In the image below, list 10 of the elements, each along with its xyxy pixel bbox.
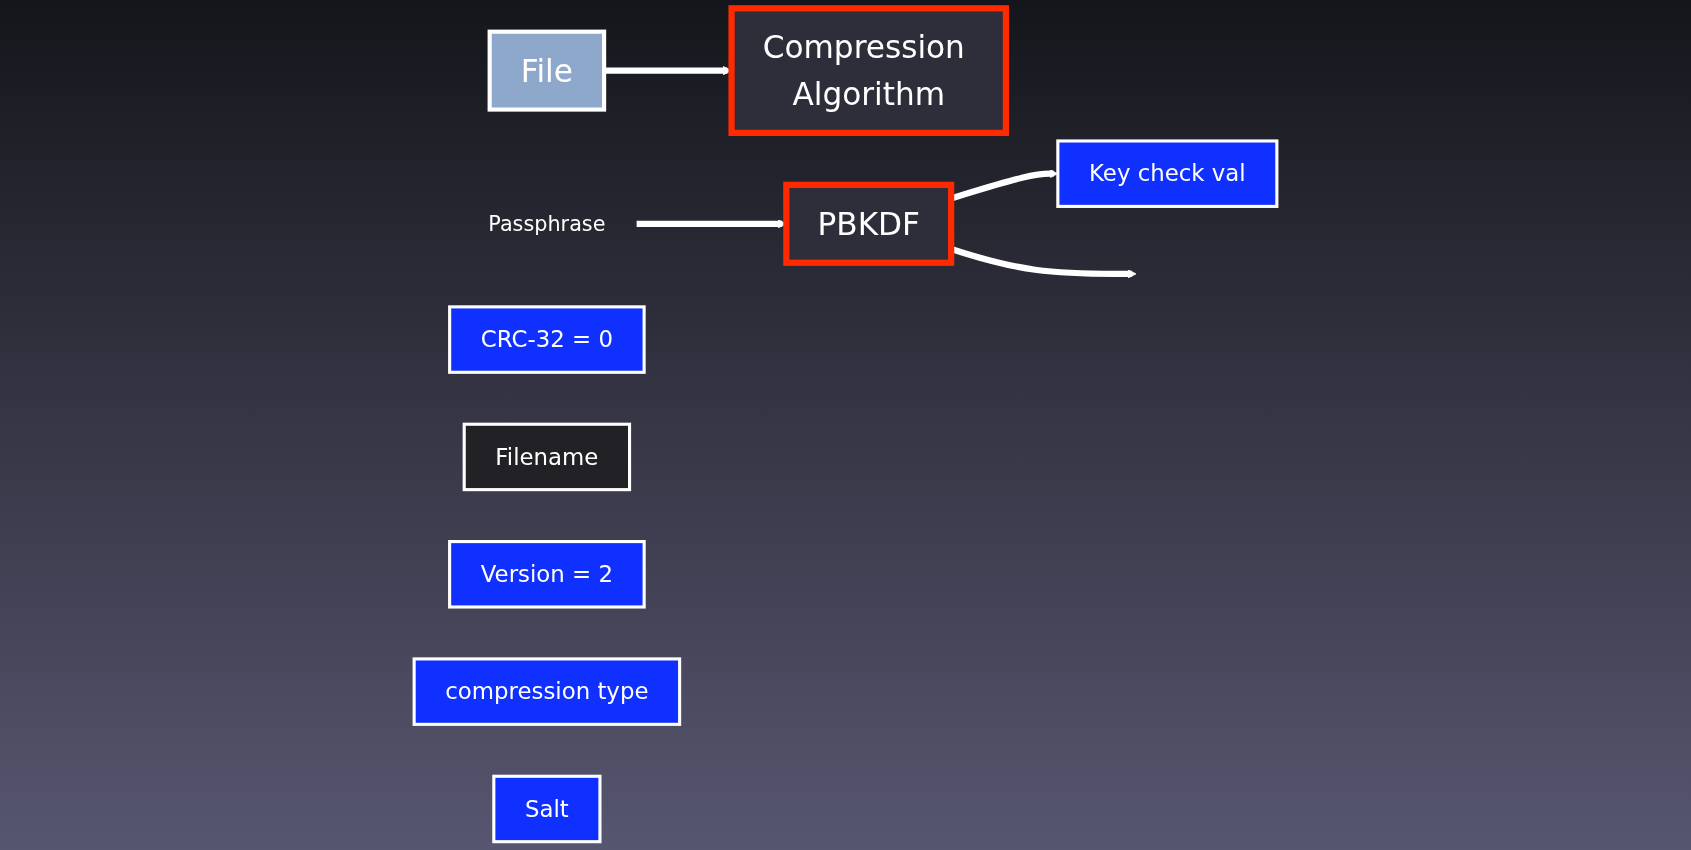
node-box: CRC-32 = 0 xyxy=(448,305,646,374)
node-box: Salt xyxy=(492,774,602,844)
node-box: File xyxy=(487,29,607,112)
node-box: compression type xyxy=(412,657,682,726)
node-text: Passphrase xyxy=(488,211,606,237)
node-box: Key check val xyxy=(1056,139,1279,208)
node-box: PBKDF xyxy=(783,181,955,266)
node-box: Version = 2 xyxy=(448,540,646,609)
node-box: Filename xyxy=(462,422,632,492)
node-box: Compression Algorithm xyxy=(728,5,1010,137)
